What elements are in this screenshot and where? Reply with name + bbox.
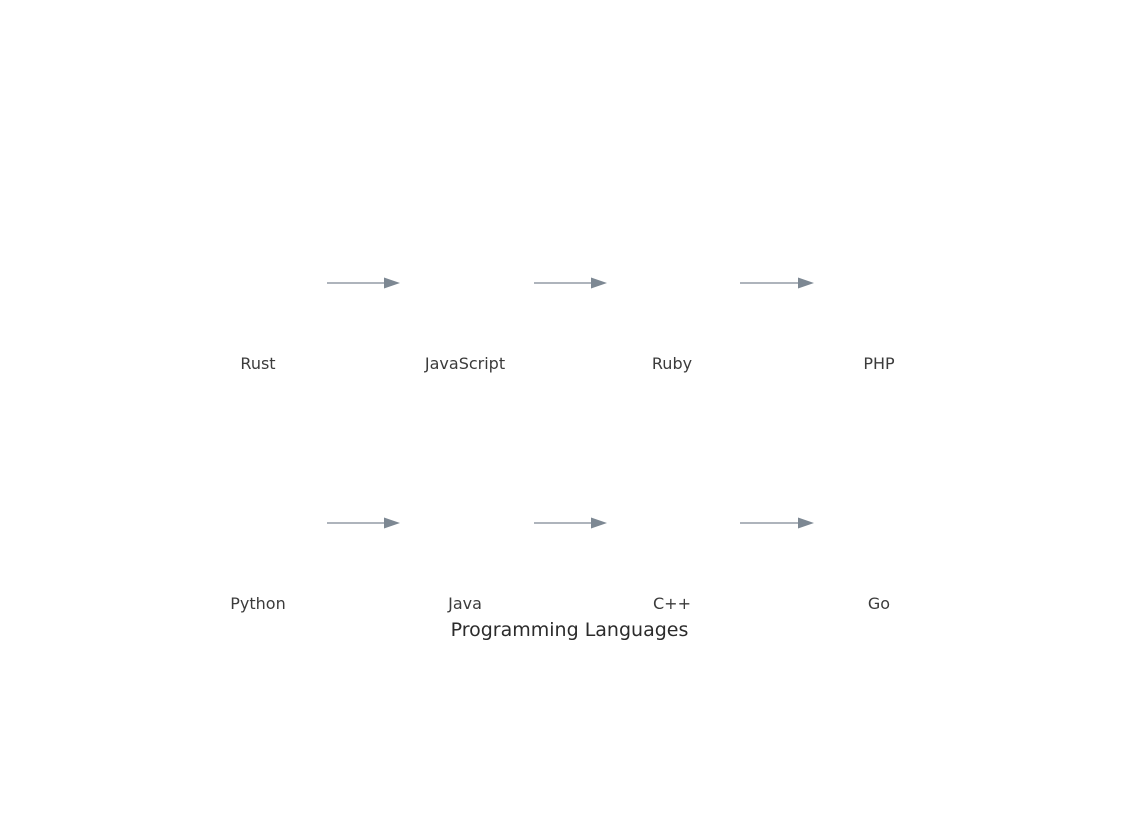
arrow-head <box>591 517 607 529</box>
arrow-cpp-to-go <box>740 517 814 529</box>
node-label-ruby: Ruby <box>651 354 693 373</box>
node-label-rust: Rust <box>240 354 276 373</box>
node-label-python: Python <box>230 594 286 613</box>
node-label-php: PHP <box>863 354 895 373</box>
node-label-cpp: C++ <box>653 594 691 613</box>
arrow-java-to-cpp <box>534 517 607 529</box>
arrow-head <box>384 277 400 289</box>
arrow-rust-to-javascript <box>327 277 400 289</box>
arrow-head <box>798 517 814 529</box>
node-label-javascript: JavaScript <box>424 354 506 373</box>
diagram-title: Programming Languages <box>450 619 689 641</box>
arrow-head <box>798 277 814 289</box>
arrow-python-to-java <box>327 517 400 529</box>
arrow-head <box>591 277 607 289</box>
arrow-javascript-to-ruby <box>534 277 607 289</box>
node-label-java: Java <box>448 594 482 613</box>
arrow-ruby-to-php <box>740 277 814 289</box>
arrow-head <box>384 517 400 529</box>
node-label-go: Go <box>867 594 891 613</box>
